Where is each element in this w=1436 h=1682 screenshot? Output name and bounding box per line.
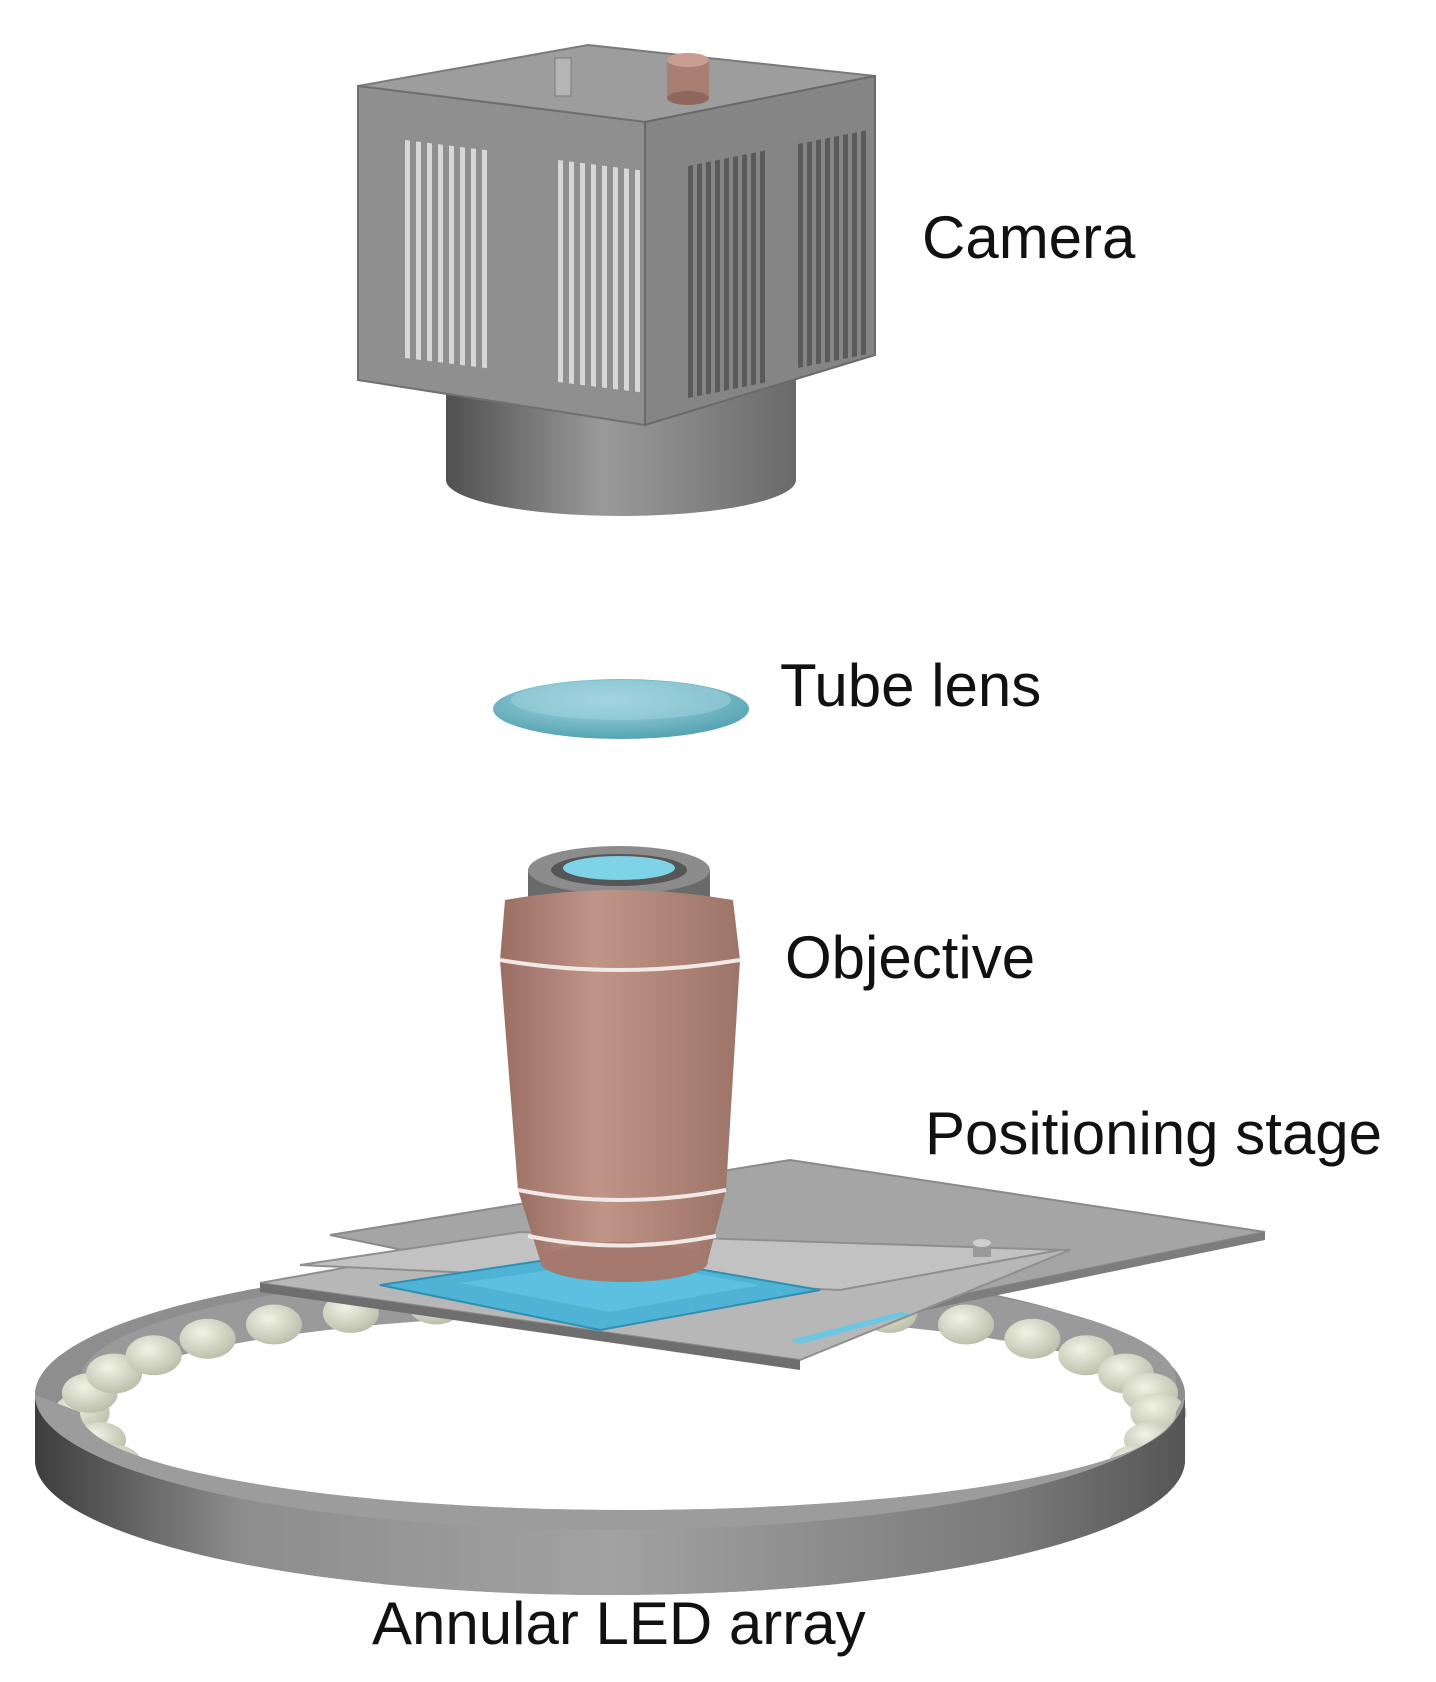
camera-label: Camera — [922, 204, 1136, 271]
vent-slot — [861, 130, 866, 356]
vent-slot — [798, 143, 803, 368]
led — [125, 1335, 182, 1376]
objective-upper-barrel — [500, 890, 740, 970]
camera-connector — [667, 53, 709, 105]
led — [245, 1304, 302, 1345]
camera-vents — [405, 130, 866, 398]
vent-slot — [742, 154, 747, 388]
vent-slot — [405, 140, 410, 359]
led — [938, 1304, 995, 1345]
vent-slot — [807, 141, 812, 367]
vent-slot — [471, 148, 476, 367]
vent-slot — [482, 149, 487, 369]
vent-slot — [816, 139, 821, 365]
vent-slot — [760, 150, 765, 384]
vent-slot — [569, 161, 574, 384]
vent-slot — [416, 141, 421, 360]
objective-label: Objective — [785, 924, 1036, 991]
vent-slot — [834, 135, 839, 361]
camera-tab — [554, 57, 572, 97]
vent-slot — [427, 142, 432, 362]
vent-slot — [580, 162, 585, 386]
ring-front-wall — [35, 1395, 1185, 1595]
vent-slot — [724, 157, 729, 391]
vent-slot — [733, 156, 738, 389]
led — [1058, 1335, 1115, 1376]
vent-slot — [635, 169, 640, 393]
camera — [357, 43, 876, 516]
tube-lens — [493, 679, 749, 739]
objective-body — [500, 960, 740, 1200]
stage-knob — [973, 1239, 991, 1257]
led — [86, 1353, 143, 1394]
vent-slot — [613, 166, 618, 390]
vent-slot — [558, 160, 563, 383]
vent-slot — [852, 132, 857, 358]
vent-slot — [449, 145, 454, 365]
vent-slot — [825, 137, 830, 363]
vent-slot — [688, 165, 693, 398]
led — [179, 1318, 236, 1359]
positioning-stage-label: Positioning stage — [925, 1100, 1382, 1167]
vent-slot — [706, 161, 711, 395]
objective — [499, 846, 741, 1282]
vent-slot — [843, 134, 848, 359]
vent-slot — [438, 144, 443, 363]
annular-led-array-label: Annular LED array — [372, 1590, 866, 1657]
vent-slot — [460, 146, 465, 366]
vent-slot — [591, 164, 596, 387]
tube-lens-label: Tube lens — [780, 652, 1042, 719]
led — [1004, 1318, 1061, 1359]
vent-slot — [624, 168, 629, 391]
vent-slot — [602, 165, 607, 389]
camera-front-face — [357, 84, 646, 427]
vent-slot — [715, 159, 720, 393]
vent-slot — [697, 163, 702, 397]
vent-slot — [751, 152, 756, 386]
